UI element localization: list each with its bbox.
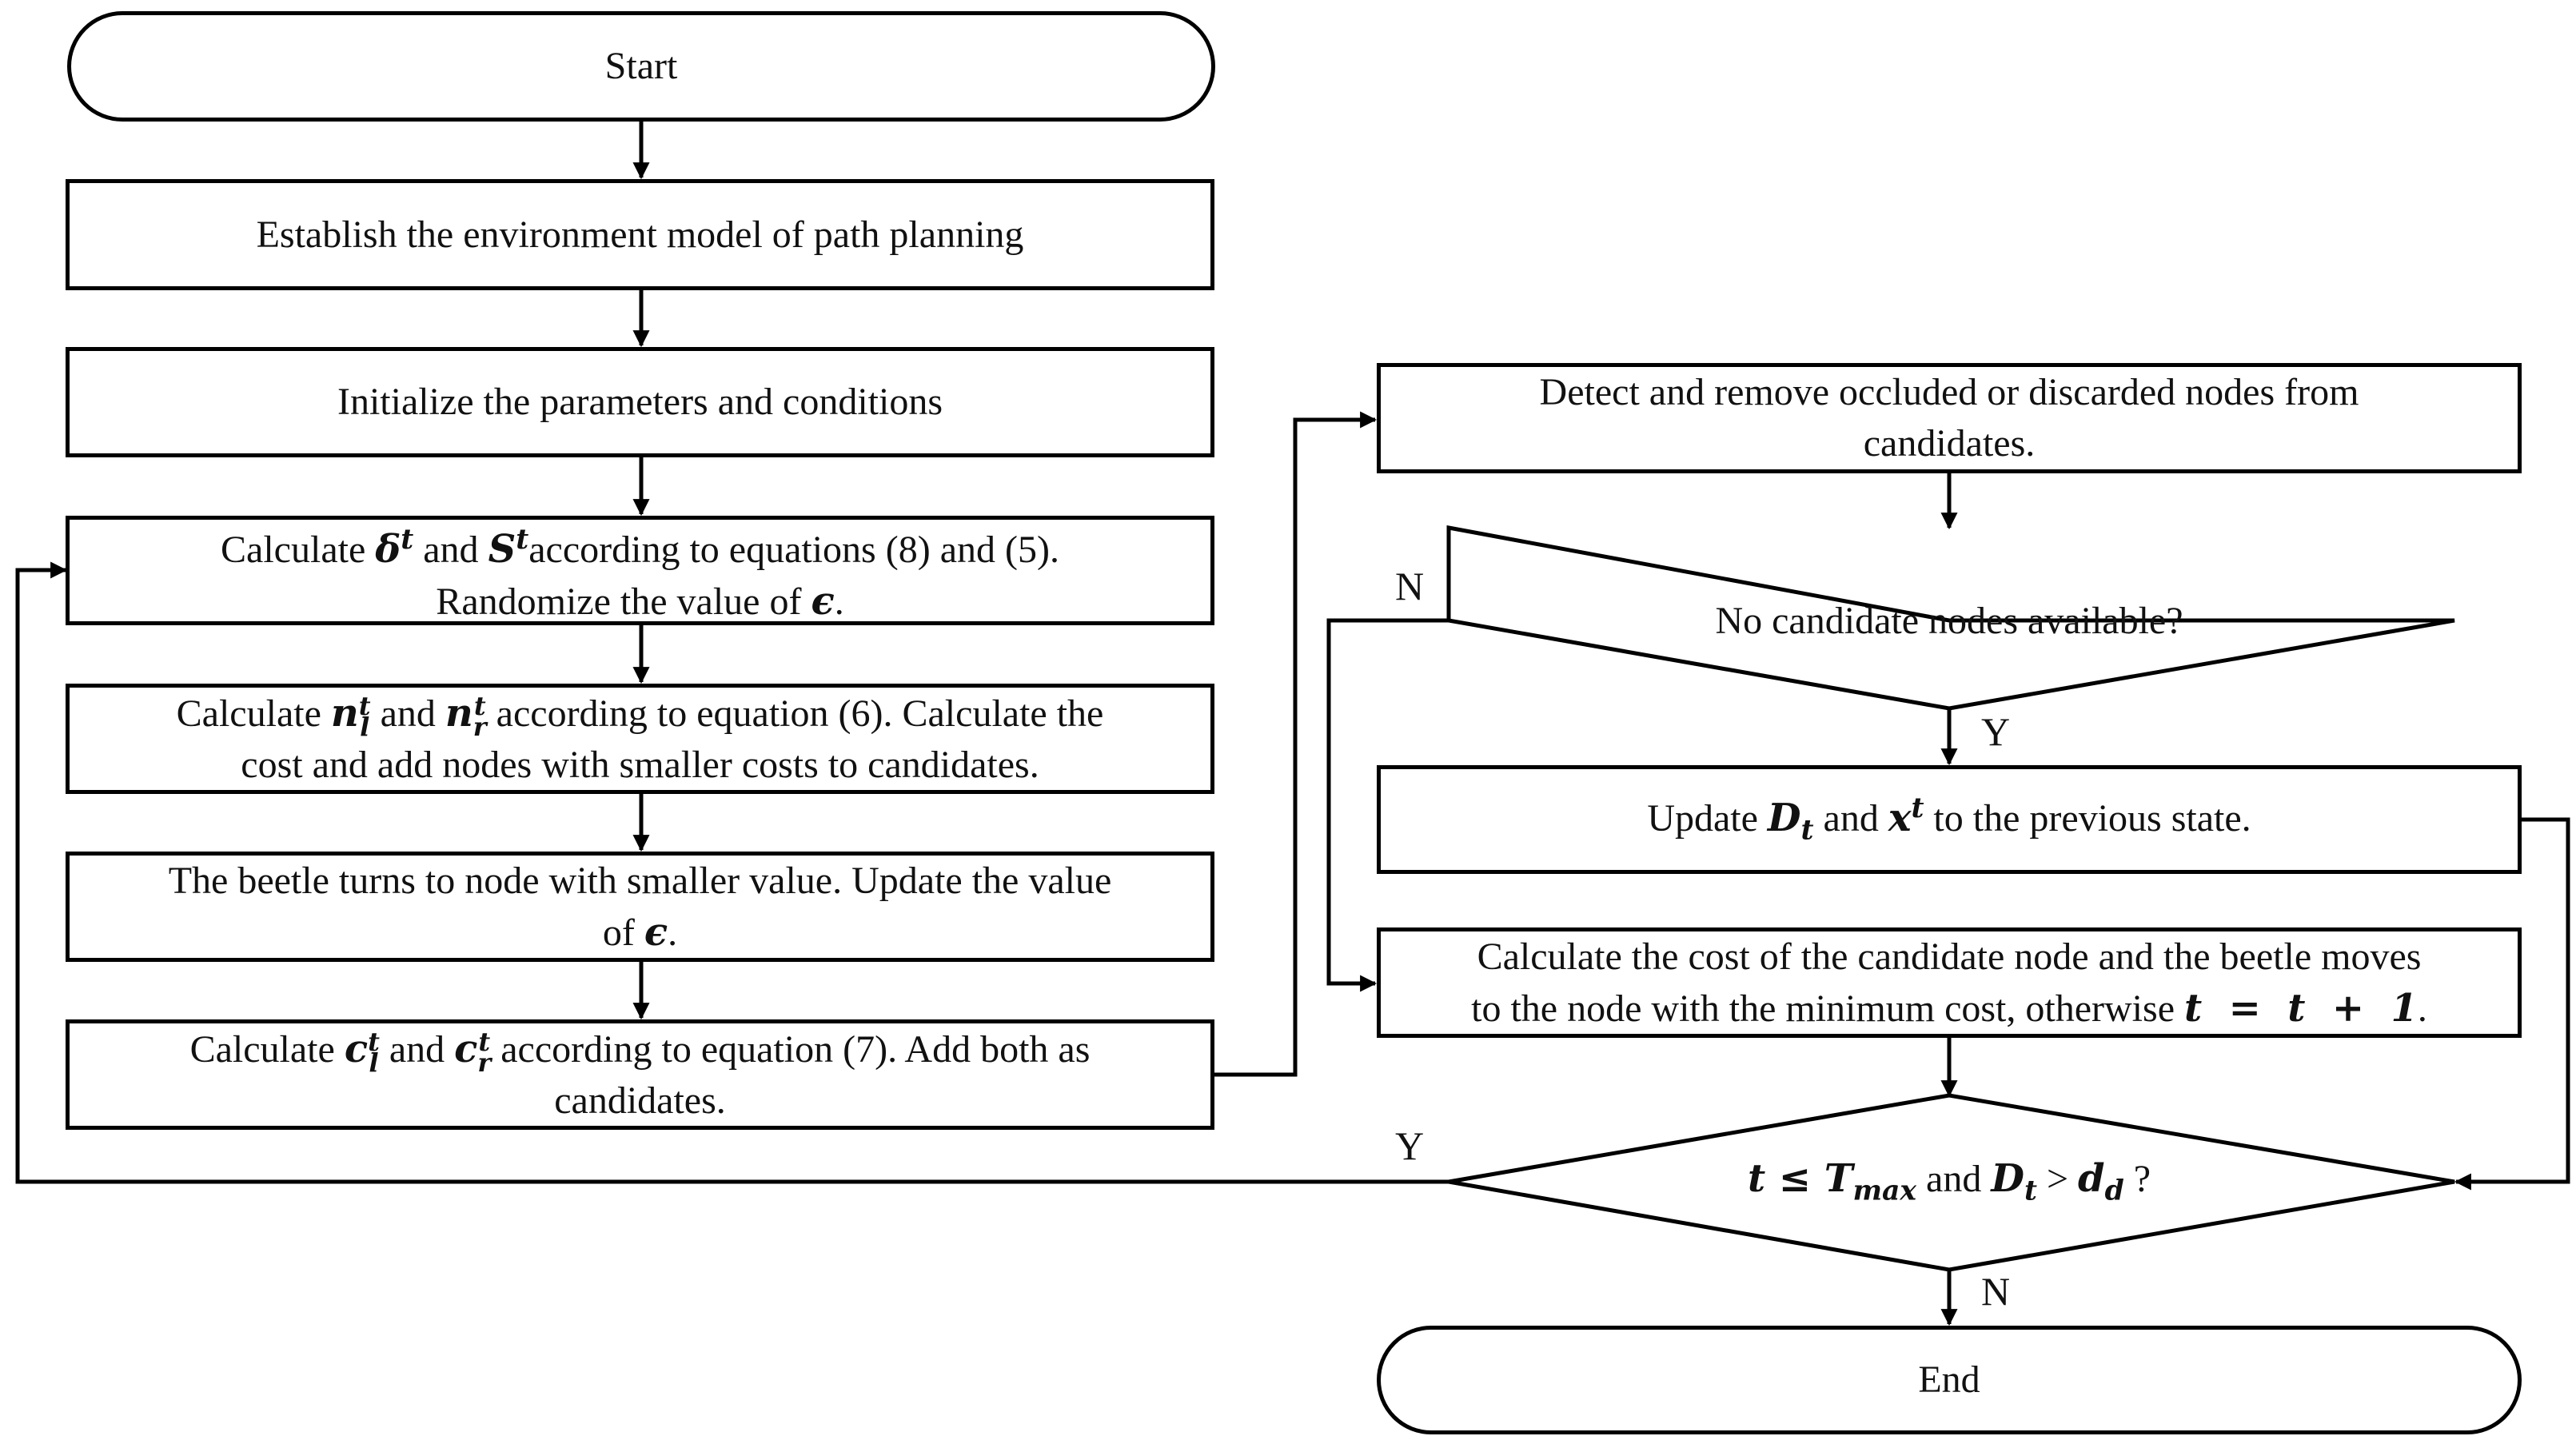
calc-delta-box: Calculate δt and Staccording to equation… <box>66 516 1214 625</box>
calc-c-line2: candidates. <box>554 1079 726 1122</box>
calc-n-line2: cost and add nodes with smaller costs to… <box>241 743 1039 786</box>
calc-cost-box: Calculate the cost of the candidate node… <box>1377 927 2522 1038</box>
condition-text: t ≤ Tmax and Dt > dd ? <box>1747 1156 2151 1207</box>
label-condition-Y: Y <box>1395 1123 1425 1168</box>
calc-cost-line2: to the node with the minimum cost, other… <box>1471 985 2427 1031</box>
beetle-turns-box: The beetle turns to node with smaller va… <box>66 852 1214 962</box>
end-terminal: End <box>1377 1326 2522 1434</box>
beetle-turns-line2: of ϵ. <box>602 909 678 955</box>
detect-box: Detect and remove occluded or discarded … <box>1377 363 2522 473</box>
update-box: Update Dt and xt to the previous state. <box>1377 765 2522 874</box>
arrow-condition-loop <box>15 561 1449 1184</box>
calc-delta-line1: Calculate δt and Staccording to equation… <box>221 523 1059 572</box>
establish-label: Establish the environment model of path … <box>256 213 1024 256</box>
initialize-label: Initialize the parameters and conditions <box>337 381 943 423</box>
label-condition-N: N <box>1981 1269 2011 1314</box>
label-no-candidates-N: N <box>1395 564 1425 608</box>
initialize-box: Initialize the parameters and conditions <box>66 347 1214 457</box>
arrow-calc-c-detect <box>1213 411 1378 1077</box>
arrow-update-condition <box>2454 817 2570 1191</box>
calc-cost-line1: Calculate the cost of the candidate node… <box>1477 935 2422 978</box>
detect-line1: Detect and remove occluded or discarded … <box>1539 371 2359 413</box>
label-no-candidates-Y: Y <box>1981 709 2011 754</box>
beetle-turns-line1: The beetle turns to node with smaller va… <box>168 859 1112 902</box>
start-label: Start <box>604 45 678 87</box>
start-terminal: Start <box>67 11 1215 122</box>
arrow-no-candidates-calc-cost <box>1326 618 1449 992</box>
update-line: Update Dt and xt to the previous state. <box>1647 792 2251 847</box>
calc-delta-line2: Randomize the value of ϵ. <box>436 578 844 624</box>
end-label: End <box>1918 1358 1980 1401</box>
decision-no-candidates-shape <box>1446 525 2455 711</box>
detect-line2: candidates. <box>1863 422 2036 465</box>
establish-box: Establish the environment model of path … <box>66 179 1214 290</box>
no-candidates-text: No candidate nodes available? <box>1715 599 2183 642</box>
